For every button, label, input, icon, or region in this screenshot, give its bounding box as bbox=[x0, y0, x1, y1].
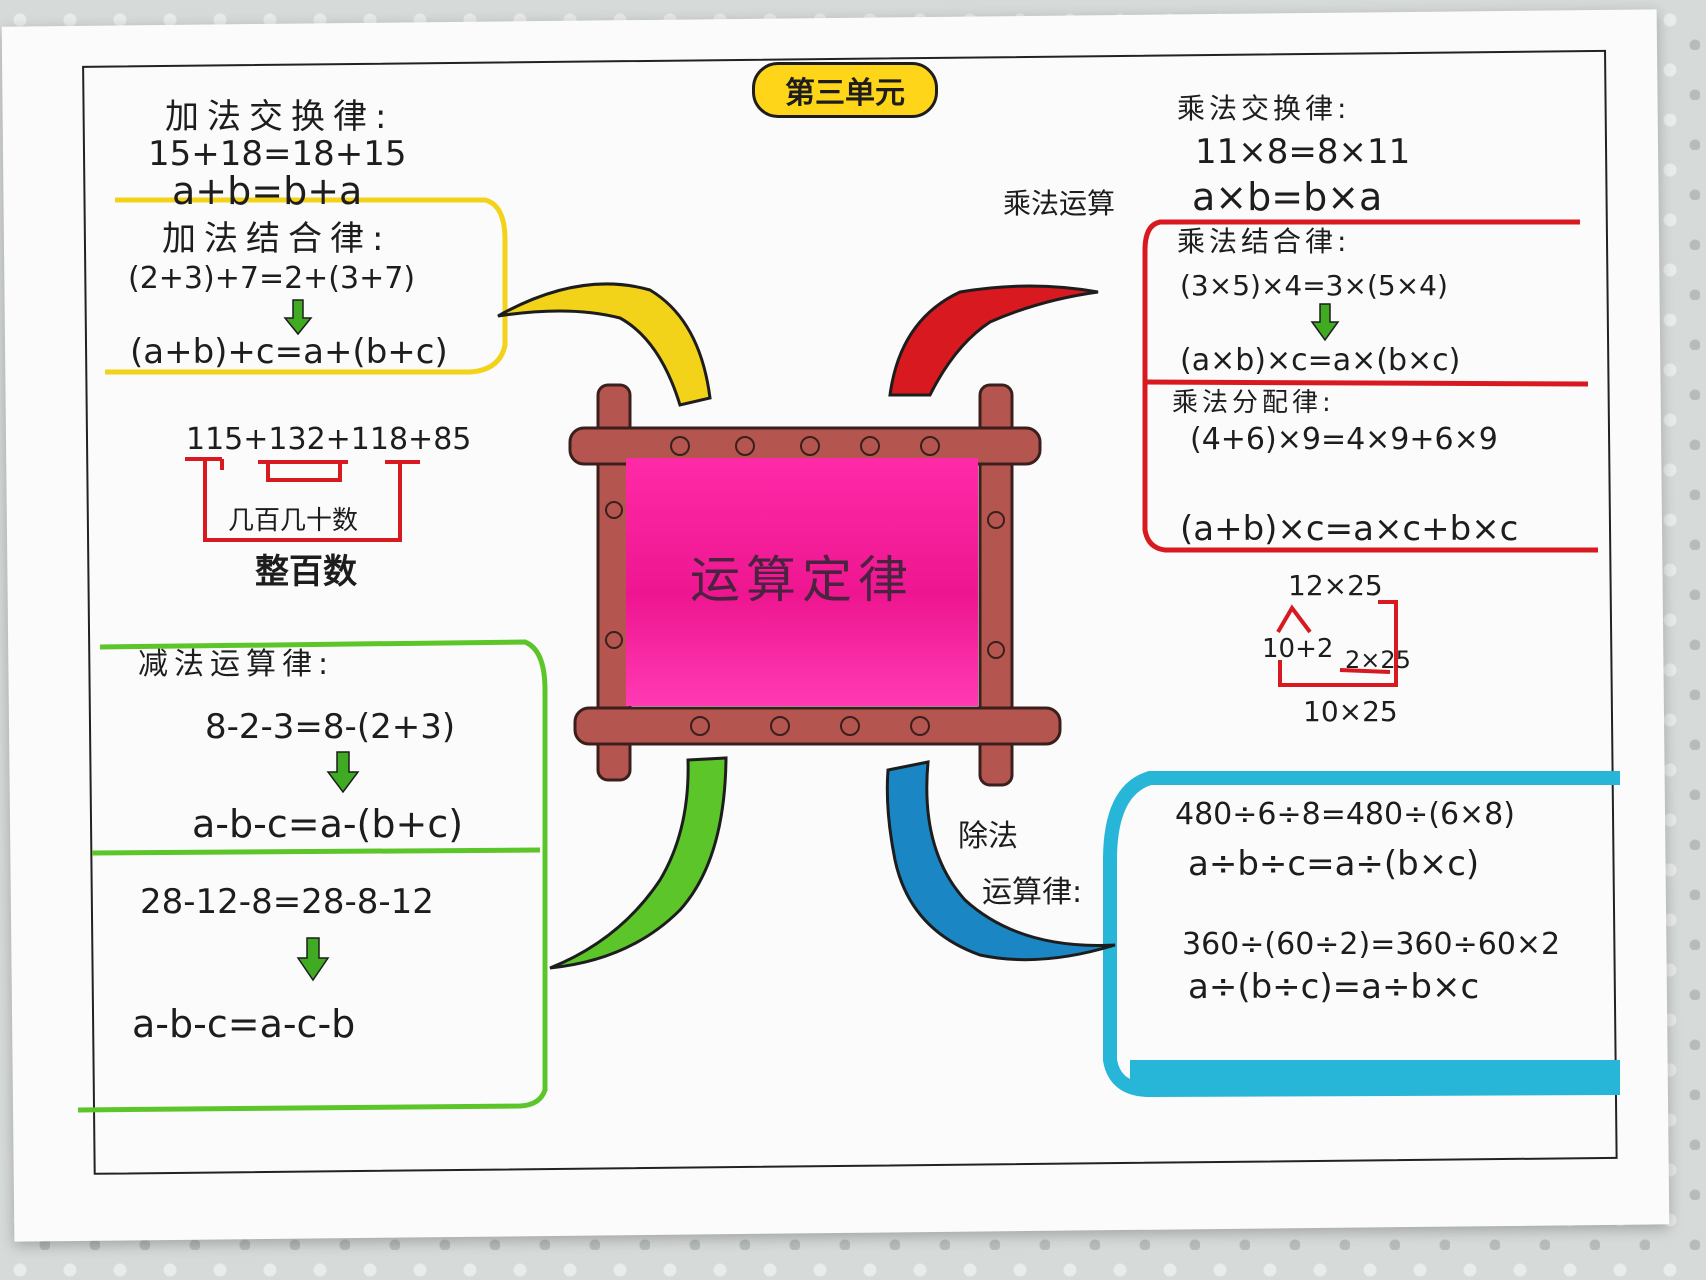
subtraction-example1: 8-2-3=8-(2+3) bbox=[205, 707, 456, 747]
division-example1: 480÷6÷8=480÷(6×8) bbox=[1175, 797, 1515, 832]
multiplication-branch-label: 乘法运算 bbox=[1003, 187, 1116, 220]
multiplication-associative-heading: 乘法结合律: bbox=[1177, 225, 1351, 258]
subtraction-formula2: a-b-c=a-c-b bbox=[132, 1002, 356, 1046]
split-side: 2×25 bbox=[1345, 646, 1411, 674]
multiplication-commutative-formula: a×b=b×a bbox=[1192, 175, 1383, 219]
rounding-inner-label: 几百几十数 bbox=[228, 506, 359, 536]
division-formula1: a÷b÷c=a÷(b×c) bbox=[1188, 844, 1480, 884]
division-formula2: a÷(b÷c)=a÷b×c bbox=[1188, 967, 1480, 1007]
addition-associative-heading: 加法结合律: bbox=[162, 219, 392, 259]
rounding-expression: 115+132+118+85 bbox=[186, 422, 472, 457]
yellow-branch bbox=[497, 282, 712, 407]
subtraction-example2: 28-12-8=28-8-12 bbox=[140, 882, 434, 922]
rounding-bracket bbox=[185, 457, 420, 542]
subtraction-formula1: a-b-c=a-(b+c) bbox=[192, 802, 464, 846]
division-box bbox=[1103, 771, 1621, 1098]
subtraction-heading: 减法运算律: bbox=[138, 647, 335, 682]
addition-associative-example: (2+3)+7=2+(3+7) bbox=[128, 261, 416, 296]
multiplication-box bbox=[1142, 219, 1598, 553]
multiplication-distributive-formula: (a+b)×c=a×c+b×c bbox=[1180, 509, 1519, 549]
division-example2: 360÷(60÷2)=360÷60×2 bbox=[1182, 927, 1561, 962]
addition-commutative-heading: 加法交换律: bbox=[165, 97, 395, 137]
addition-commutative-formula: a+b=b+a bbox=[172, 169, 363, 213]
division-branch-label-line2: 运算律: bbox=[982, 875, 1083, 910]
multiplication-associative-formula: (a×b)×c=a×(b×c) bbox=[1180, 343, 1461, 378]
addition-commutative-example: 15+18=18+15 bbox=[148, 134, 407, 174]
split-expression: 12×25 bbox=[1288, 569, 1383, 602]
wooden-frame bbox=[568, 383, 1062, 787]
red-branch bbox=[888, 284, 1099, 397]
multiplication-distributive-example: (4+6)×9=4×9+6×9 bbox=[1190, 422, 1498, 457]
division-branch-label-line1: 除法 bbox=[958, 819, 1018, 854]
split-parts: 10+2 bbox=[1262, 634, 1334, 664]
center-panel bbox=[626, 458, 978, 706]
multiplication-associative-example: (3×5)×4=3×(5×4) bbox=[1180, 269, 1448, 302]
center-title: 运算定律 bbox=[690, 551, 914, 609]
addition-box bbox=[105, 197, 508, 375]
multiplication-commutative-heading: 乘法交换律: bbox=[1177, 92, 1351, 125]
blue-branch bbox=[885, 760, 1116, 962]
green-branch bbox=[549, 756, 728, 970]
unit-title-badge: 第三单元 bbox=[752, 62, 938, 118]
multiplication-distributive-heading: 乘法分配律: bbox=[1172, 388, 1335, 418]
split-result: 10×25 bbox=[1303, 695, 1398, 728]
subtraction-box bbox=[77, 639, 548, 1113]
frame-swirls bbox=[605, 436, 1005, 736]
split-bracket bbox=[1276, 600, 1398, 687]
multiplication-commutative-example: 11×8=8×11 bbox=[1195, 132, 1411, 172]
addition-associative-formula: (a+b)+c=a+(b+c) bbox=[130, 332, 448, 372]
down-arrows bbox=[283, 299, 1340, 982]
rounding-outer-label: 整百数 bbox=[255, 552, 357, 592]
